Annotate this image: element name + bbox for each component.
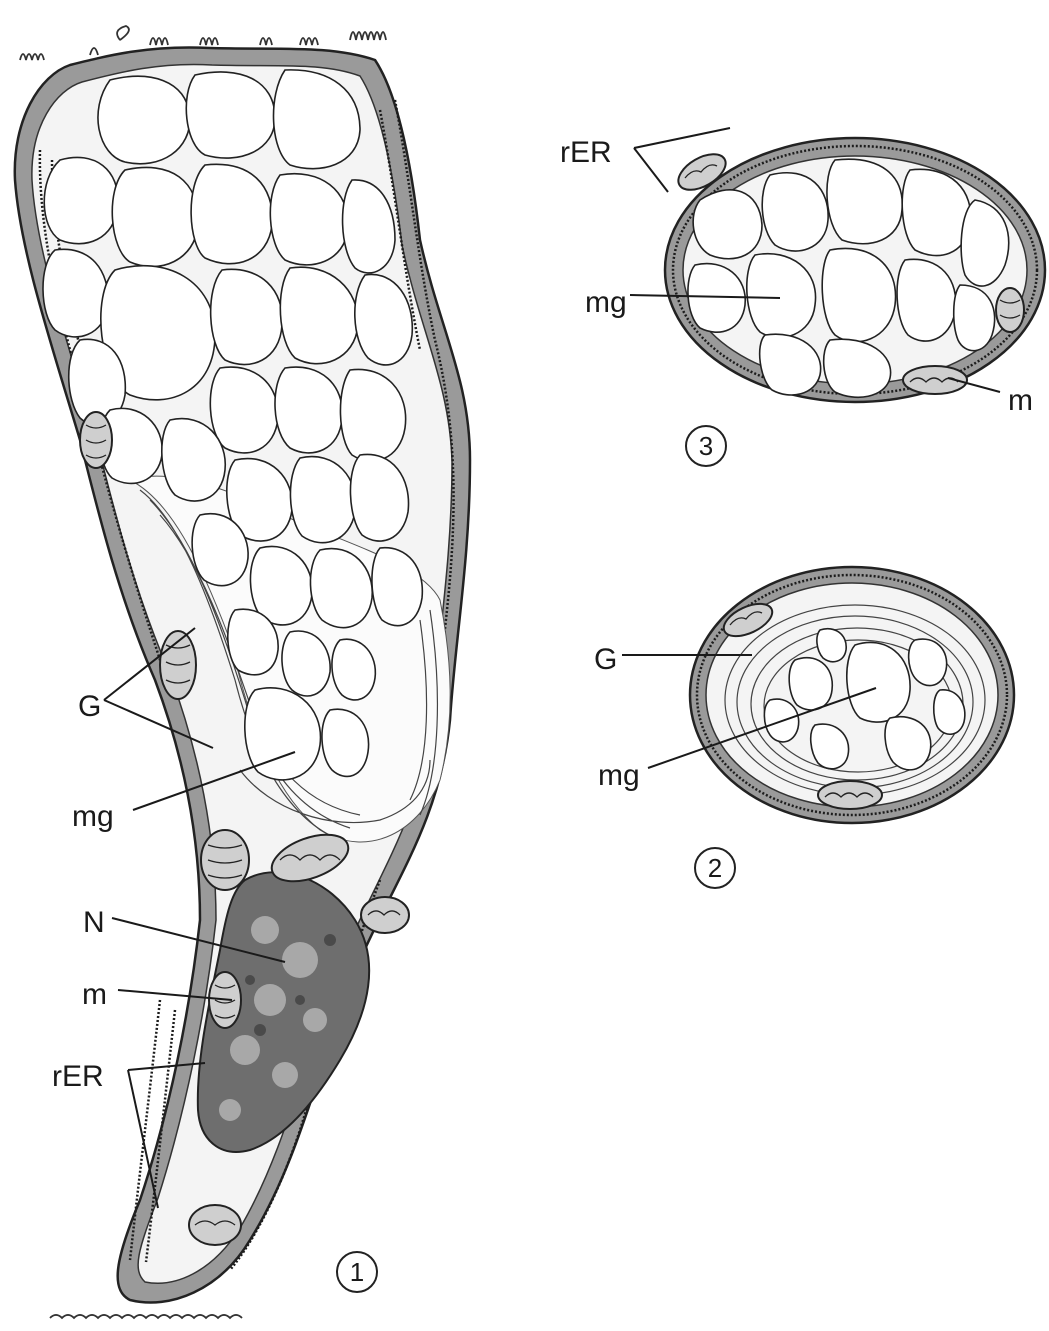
label-fig2-mg: mg	[598, 759, 640, 792]
figure-number-3: 3	[699, 431, 713, 461]
granule	[98, 76, 190, 163]
figure-2-section: G mg 2	[594, 567, 1014, 888]
label-fig1-G: G	[78, 690, 101, 723]
granule	[789, 658, 832, 710]
granule	[817, 629, 846, 662]
label-fig3-m: m	[1008, 384, 1033, 417]
leader-fig3-rER-upper	[634, 128, 730, 148]
label-fig1-mg: mg	[72, 800, 114, 833]
figure-3-section: rER mg m 3	[560, 128, 1045, 466]
mitochondrion	[818, 781, 882, 809]
granule	[186, 72, 275, 158]
label-fig3-rER: rER	[560, 136, 612, 169]
figure-number-1: 1	[350, 1257, 364, 1287]
figure-1-cell: G mg N m rER 1	[15, 26, 470, 1318]
mitochondrion	[361, 897, 409, 933]
label-fig3-mg: mg	[585, 286, 627, 319]
mitochondrion	[80, 412, 112, 468]
label-fig2-G: G	[594, 643, 617, 676]
basal-lamina	[50, 1315, 242, 1318]
label-fig1-m: m	[82, 978, 107, 1011]
granule	[112, 167, 198, 266]
figure-number-2: 2	[708, 853, 722, 883]
label-fig1-rER: rER	[52, 1060, 104, 1093]
mitochondrion	[189, 1205, 241, 1245]
mitochondrion	[201, 830, 249, 890]
granule	[44, 157, 118, 243]
label-fig1-N: N	[83, 906, 105, 939]
leader-fig3-rER-lower	[634, 148, 668, 192]
granule	[693, 190, 762, 259]
mitochondrion	[996, 288, 1024, 332]
